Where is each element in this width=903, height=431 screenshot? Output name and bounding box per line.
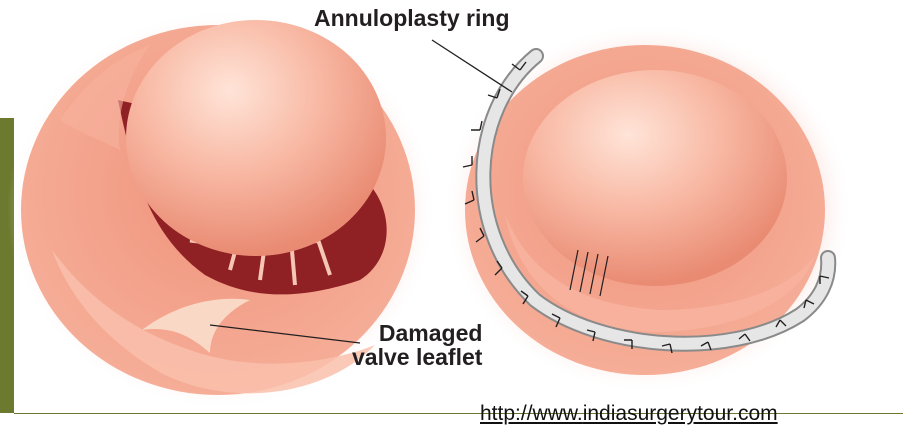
damaged-label-line1: Damaged <box>378 321 482 345</box>
source-url-domain: indiasurgerytour.com <box>583 402 778 425</box>
source-url-prefix: http://www. <box>480 402 583 425</box>
ring-pointer-line <box>432 40 512 92</box>
annuloplasty-ring-label: Annuloplasty ring <box>314 6 510 30</box>
left-anterior-leaflet <box>126 20 386 256</box>
source-url: http://www.indiasurgerytour.com <box>480 402 778 426</box>
damaged-label-line2: valve leaflet <box>352 345 482 369</box>
repaired-valve-figure <box>432 23 853 393</box>
right-anterior-leaflet <box>523 70 787 286</box>
damaged-valve-leaflet-label: Damaged valve leaflet <box>378 321 482 369</box>
